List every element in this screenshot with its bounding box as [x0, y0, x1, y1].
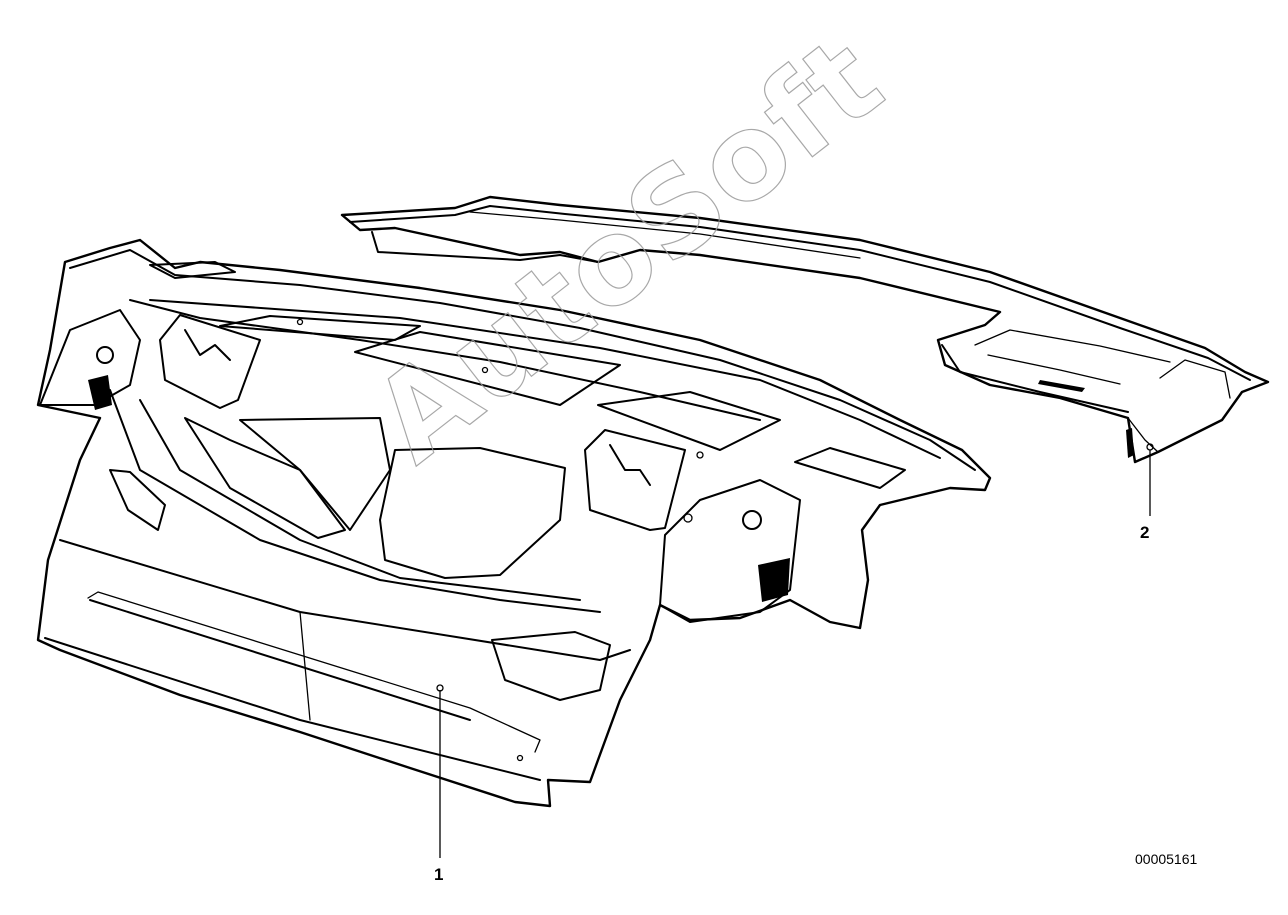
part-2-cross-member[interactable]: [340, 195, 1270, 464]
diagram-id: 00005161: [1135, 851, 1198, 867]
callout-1-label[interactable]: 1: [434, 865, 444, 884]
callout-2-label[interactable]: 2: [1140, 523, 1150, 542]
part-1-rear-panel[interactable]: [36, 238, 992, 808]
